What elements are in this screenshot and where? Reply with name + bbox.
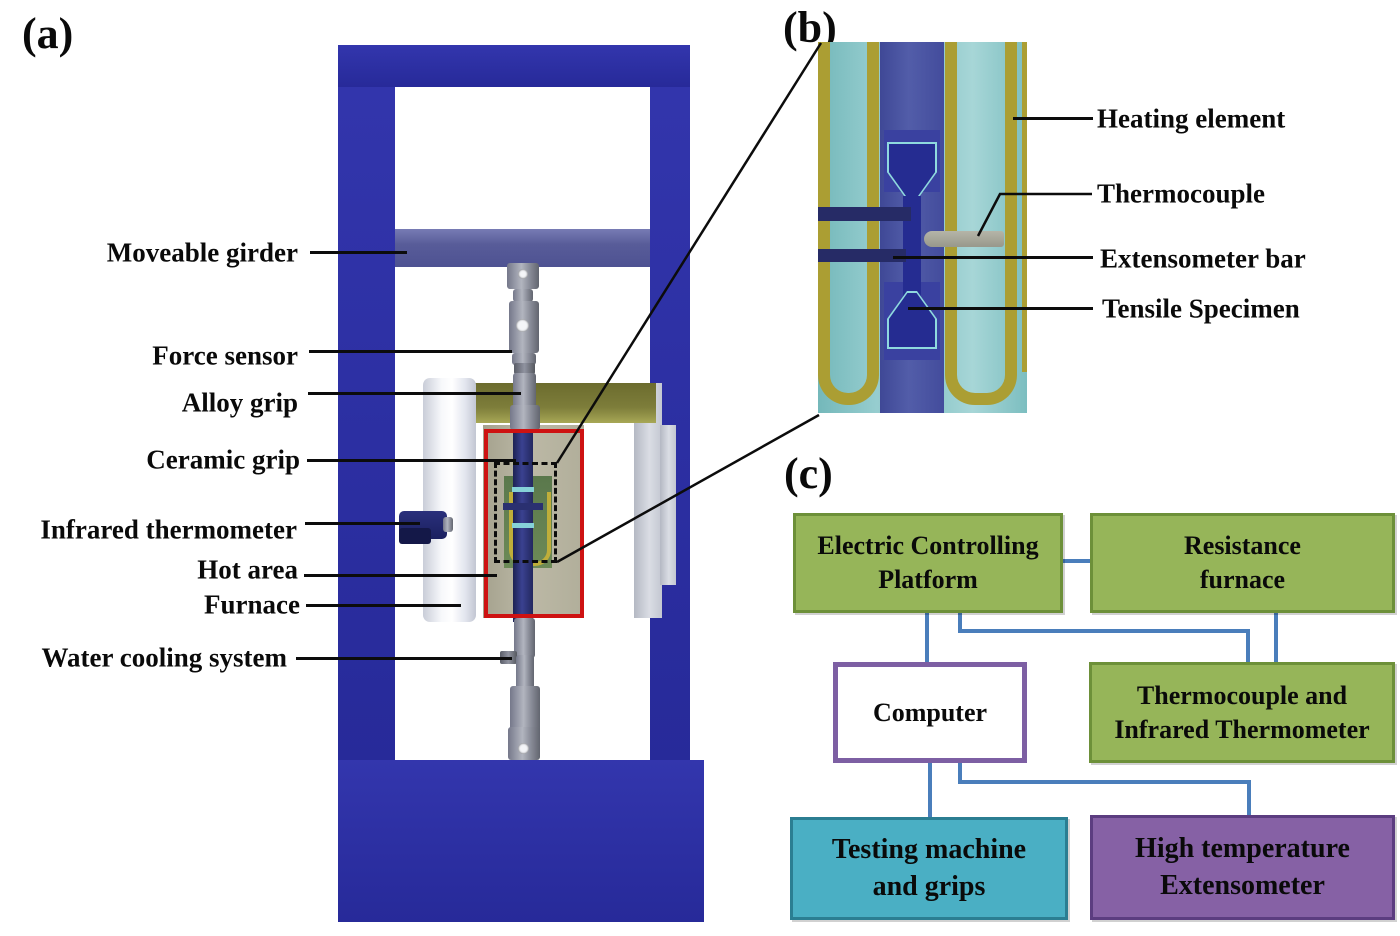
- connector-computer-testing: [928, 763, 932, 817]
- connector-ecp-furnace: [1063, 559, 1090, 563]
- force-sensor-device: [514, 363, 535, 374]
- connector-ecp-thermocouple: [1246, 629, 1250, 662]
- box-line: Extensometer: [1160, 869, 1325, 901]
- furnace-body: [423, 378, 476, 622]
- box-line: Resistance: [1184, 531, 1301, 561]
- alloy-grip-block: [510, 405, 540, 430]
- connector-ecp-elbow-across: [958, 629, 1250, 633]
- heating-element-edge-strip: [1022, 42, 1027, 372]
- box-testing-machine-grips: Testing machine and grips: [790, 817, 1068, 920]
- panel-a-tag: (a): [22, 9, 74, 58]
- leader-infrared-thermometer: [305, 522, 420, 525]
- label-infrared-thermometer: Infrared thermometer: [40, 514, 297, 545]
- leader-heating-element: [1013, 117, 1093, 120]
- heating-element-right-tube: [945, 42, 1017, 405]
- label-alloy-grip: Alloy grip: [181, 387, 298, 418]
- box-thermocouple-infrared: Thermocouple and Infrared Thermometer: [1089, 662, 1395, 763]
- upper-clevis-hole: [518, 269, 528, 279]
- lower-clevis-hole: [518, 743, 529, 754]
- leader-moveable-girder: [310, 251, 407, 254]
- leader-ceramic-grip: [307, 459, 516, 462]
- extensometer-bar-lower: [818, 249, 906, 262]
- box-line: Thermocouple and: [1136, 680, 1348, 710]
- lower-cylinder: [510, 686, 540, 733]
- specimen-gauge: [903, 196, 921, 300]
- label-force-sensor: Force sensor: [152, 340, 298, 371]
- leader-alloy-grip: [308, 392, 521, 395]
- box-line: Computer: [872, 697, 988, 727]
- extensometer-bar-small: [503, 503, 543, 510]
- connector-computer-extensometer: [1247, 780, 1251, 815]
- connector-ecp-elbow-down: [958, 613, 962, 633]
- label-ceramic-grip: Ceramic grip: [146, 444, 300, 475]
- box-line: furnace: [1199, 565, 1286, 594]
- specimen-mark-top: [512, 487, 534, 492]
- extensometer-bar-upper: [818, 207, 911, 221]
- leader-tensile-specimen: [908, 307, 1093, 310]
- label-heating-element: Heating element: [1097, 103, 1286, 134]
- box-line: Infrared Thermometer: [1114, 714, 1370, 744]
- infrared-thermometer-link: [443, 517, 453, 532]
- label-thermocouple: Thermocouple: [1097, 178, 1265, 209]
- connector-furnace-thermocouple: [1274, 613, 1278, 662]
- leader-water-cooling: [296, 657, 512, 660]
- machine-frame-base: [338, 760, 704, 922]
- box-resistance-furnace: Resistance furnace: [1090, 513, 1395, 613]
- box-high-temp-extensometer: High temperature Extensometer: [1090, 815, 1395, 920]
- furnace-top-flange: [474, 383, 656, 423]
- label-extensometer-bar: Extensometer bar: [1100, 243, 1306, 274]
- leader-furnace: [306, 604, 461, 607]
- infrared-thermometer-mount: [399, 528, 431, 544]
- leader-hot-area: [304, 574, 497, 577]
- machine-frame-left-column: [338, 45, 395, 762]
- label-hot-area: Hot area: [197, 554, 298, 585]
- box-line: Platform: [878, 565, 978, 594]
- box-line: Testing machine: [831, 834, 1027, 866]
- machine-frame-top-beam: [338, 45, 690, 87]
- box-electric-controlling-platform: Electric Controlling Platform: [793, 513, 1063, 613]
- connector-computer-elbow-across: [958, 780, 1251, 784]
- box-line: Electric Controlling: [817, 531, 1039, 561]
- specimen-mark-bottom: [512, 523, 534, 528]
- dashed-zoom-box: [494, 462, 557, 563]
- rod-cylinder-hole: [516, 319, 529, 332]
- box-line: and grips: [872, 870, 986, 902]
- moveable-girder: [395, 229, 650, 267]
- connector-ecp-computer: [925, 613, 929, 662]
- label-furnace: Furnace: [204, 589, 300, 620]
- connector-computer-elbow-down: [958, 763, 962, 784]
- lower-rod-mid: [516, 655, 534, 689]
- box-computer: Computer: [833, 662, 1027, 763]
- rod-taper: [512, 353, 536, 365]
- panel-c-tag: (c): [784, 449, 833, 498]
- furnace-interior-image: [818, 42, 1027, 413]
- rod-neck: [513, 289, 533, 302]
- label-water-cooling: Water cooling system: [41, 642, 287, 673]
- box-line: High temperature: [1135, 833, 1350, 865]
- lower-rod-upper: [514, 618, 535, 658]
- leader-extensometer-bar: [893, 256, 1093, 259]
- leader-force-sensor: [309, 350, 512, 353]
- label-tensile-specimen: Tensile Specimen: [1102, 293, 1300, 324]
- thermocouple-rod: [924, 231, 1004, 247]
- heating-element-left-tube: [818, 42, 879, 405]
- label-moveable-girder: Moveable girder: [106, 237, 298, 268]
- furnace-right-panel-outer: [660, 425, 676, 585]
